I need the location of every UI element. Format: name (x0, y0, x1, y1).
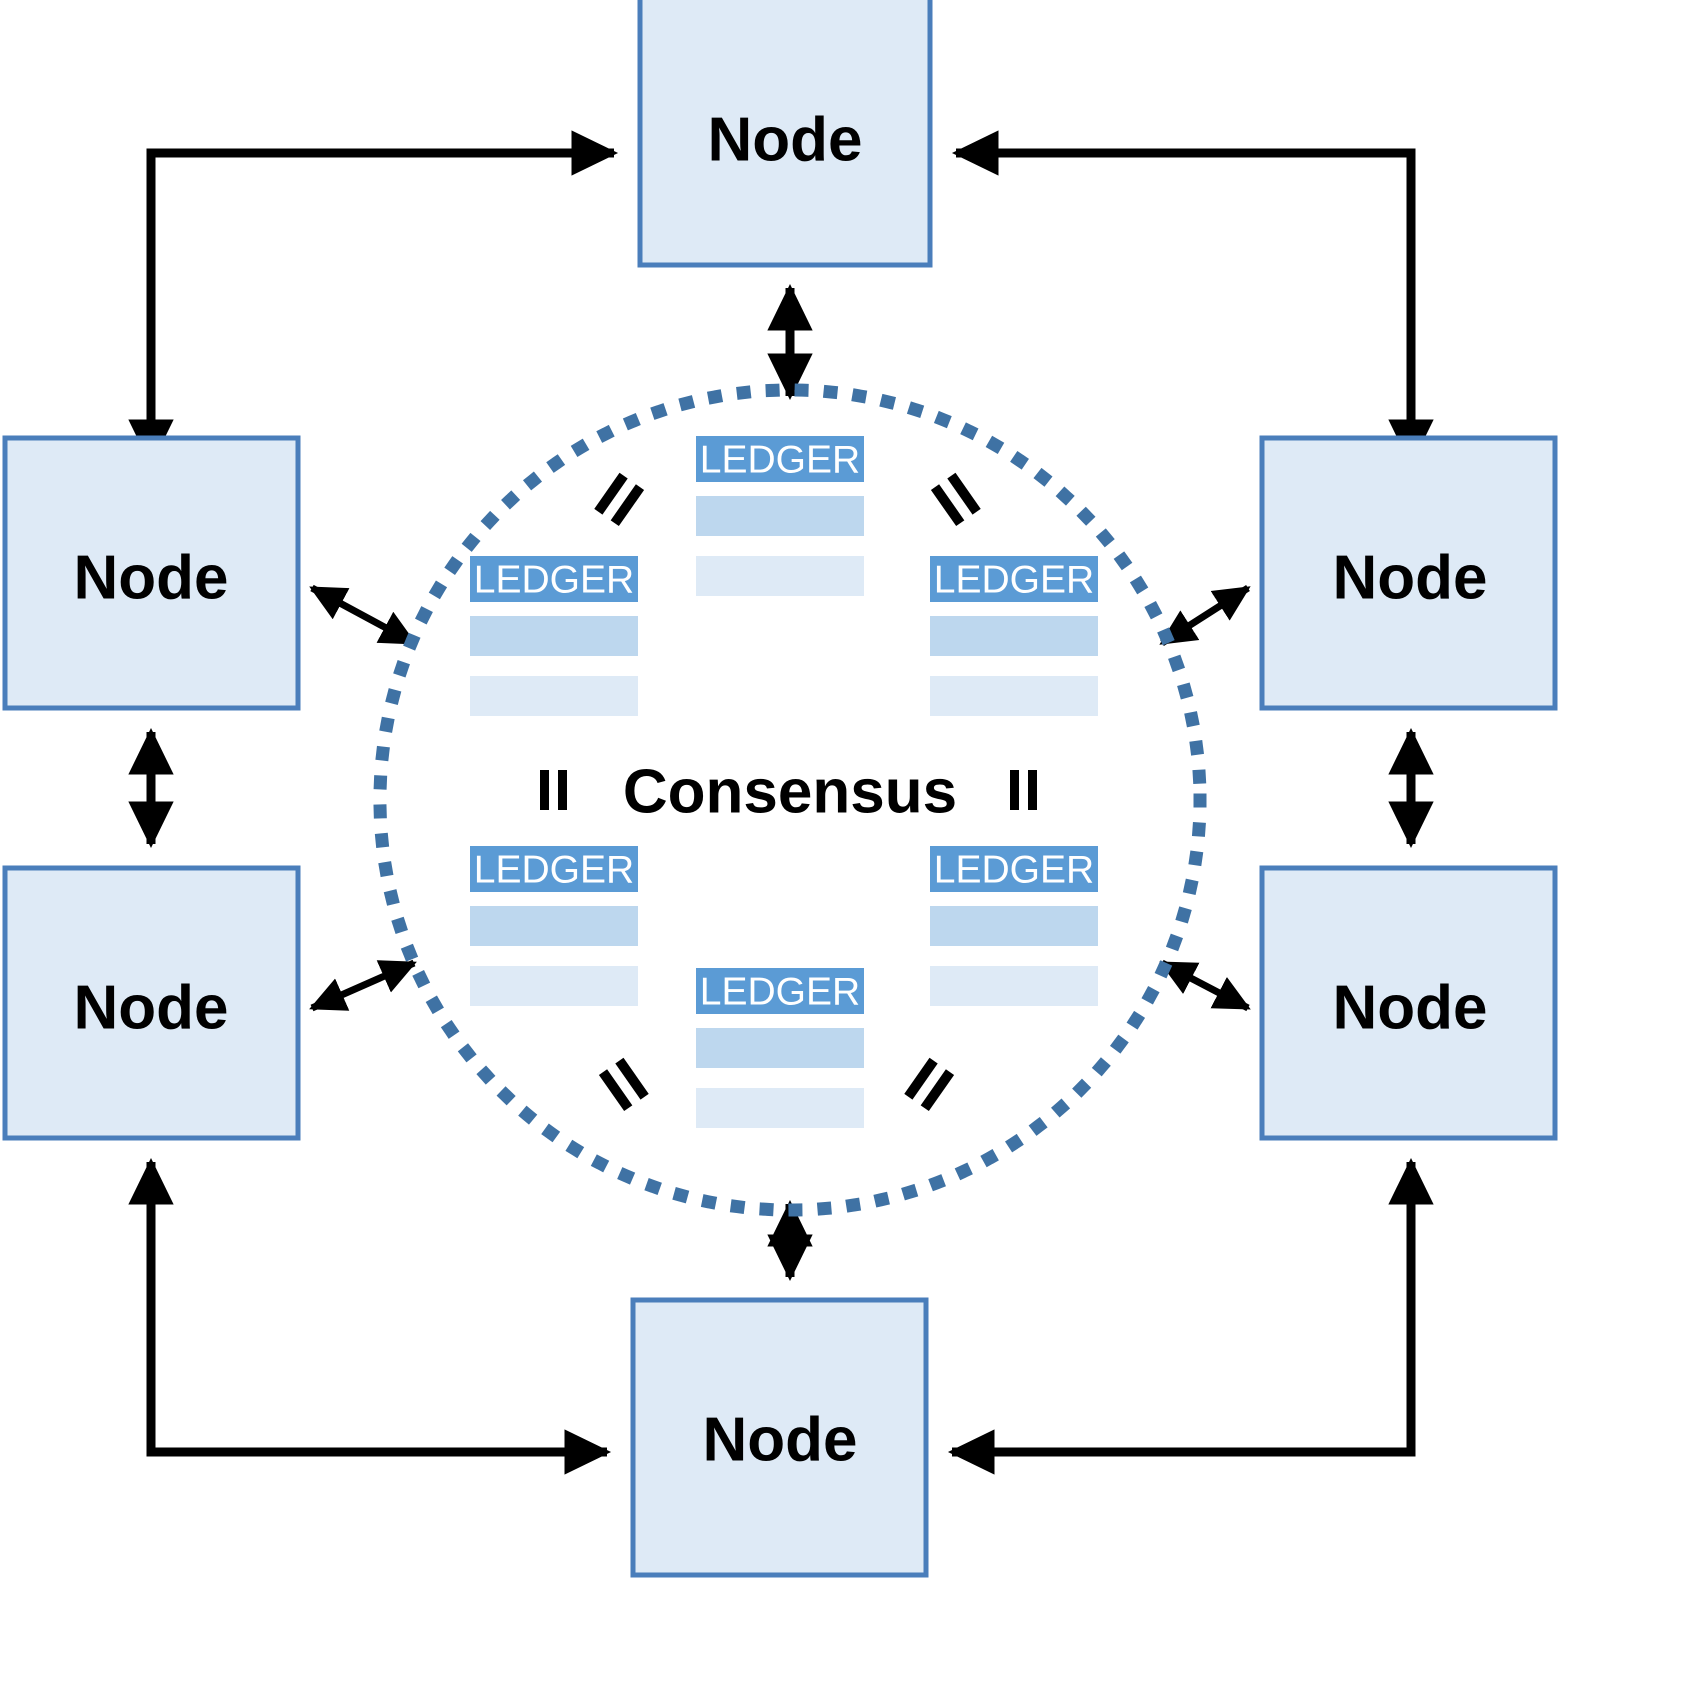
ledger-upper-left-row-1 (470, 616, 638, 656)
equals-mid-right-icon (1010, 770, 1037, 810)
node-right-lower[interactable]: Node (1259, 865, 1558, 1141)
node-left-upper[interactable]: Node (2, 435, 301, 711)
equals-bottom-left-icon (598, 1057, 649, 1112)
equals-bottom-right-icon (904, 1057, 955, 1112)
node-left-lower-label: Node (74, 974, 229, 1043)
ledger-lower-left[interactable]: LEDGER (470, 846, 638, 1006)
ledger-layer: LEDGER LEDGER LEDGER LEDGER (470, 436, 1098, 1128)
ledger-upper-left-row-2 (470, 676, 638, 716)
equals-mid-left-icon (540, 770, 567, 810)
node-right-upper[interactable]: Node (1259, 435, 1558, 711)
connector-bottomright-elbow[interactable] (947, 1157, 1434, 1475)
connector-topleft-elbow[interactable] (128, 130, 619, 467)
ledger-top-label: LEDGER (700, 439, 860, 482)
connector-topright-elbow[interactable] (951, 130, 1434, 467)
ledger-upper-right[interactable]: LEDGER (930, 556, 1098, 716)
ledger-lower-right-label: LEDGER (934, 849, 1094, 892)
ledger-lower-left-row-2 (470, 966, 638, 1006)
connector-bottomleft-elbow[interactable] (128, 1157, 612, 1475)
ledger-lower-right-row-1 (930, 906, 1098, 946)
ledger-lower-left-row-1 (470, 906, 638, 946)
ledger-lower-right-row-2 (930, 966, 1098, 1006)
node-bottom-label: Node (703, 1406, 858, 1475)
node-left-upper-label: Node (74, 544, 229, 613)
consensus-label: Consensus (623, 758, 957, 827)
ledger-bottom-row-1 (696, 1028, 864, 1068)
node-layer: Node Node Node Node Node Node (2, 0, 1558, 1578)
node-right-lower-label: Node (1333, 974, 1488, 1043)
ledger-upper-right-label: LEDGER (934, 559, 1094, 602)
ledger-top-row-1 (696, 496, 864, 536)
node-left-lower[interactable]: Node (2, 865, 301, 1141)
ledger-lower-right[interactable]: LEDGER (930, 846, 1098, 1006)
ledger-upper-left[interactable]: LEDGER (470, 556, 638, 716)
equals-top-left-icon (594, 472, 645, 527)
equals-mark-layer (540, 472, 1037, 1112)
consensus-boundary-circle (373, 383, 1207, 1217)
connector-leftupper-to-circle[interactable] (309, 584, 417, 647)
ledger-top[interactable]: LEDGER (696, 436, 864, 596)
ledger-upper-right-row-2 (930, 676, 1098, 716)
ledger-upper-right-row-1 (930, 616, 1098, 656)
ledger-top-row-2 (696, 556, 864, 596)
node-top-label: Node (708, 106, 863, 175)
connector-layer (128, 130, 1434, 1475)
node-bottom[interactable]: Node (630, 1297, 929, 1578)
node-top[interactable]: Node (637, 0, 933, 268)
ledger-lower-left-label: LEDGER (474, 849, 634, 892)
connector-rightlower-to-circle[interactable] (1159, 959, 1251, 1012)
connector-leftlower-to-circle[interactable] (309, 959, 417, 1012)
ledger-bottom-label: LEDGER (700, 971, 860, 1014)
ledger-bottom[interactable]: LEDGER (696, 968, 864, 1128)
ledger-bottom-row-2 (696, 1088, 864, 1128)
ledger-upper-left-label: LEDGER (474, 559, 634, 602)
equals-top-right-icon (930, 472, 981, 527)
connector-rightupper-to-circle[interactable] (1159, 585, 1251, 646)
node-right-upper-label: Node (1333, 544, 1488, 613)
